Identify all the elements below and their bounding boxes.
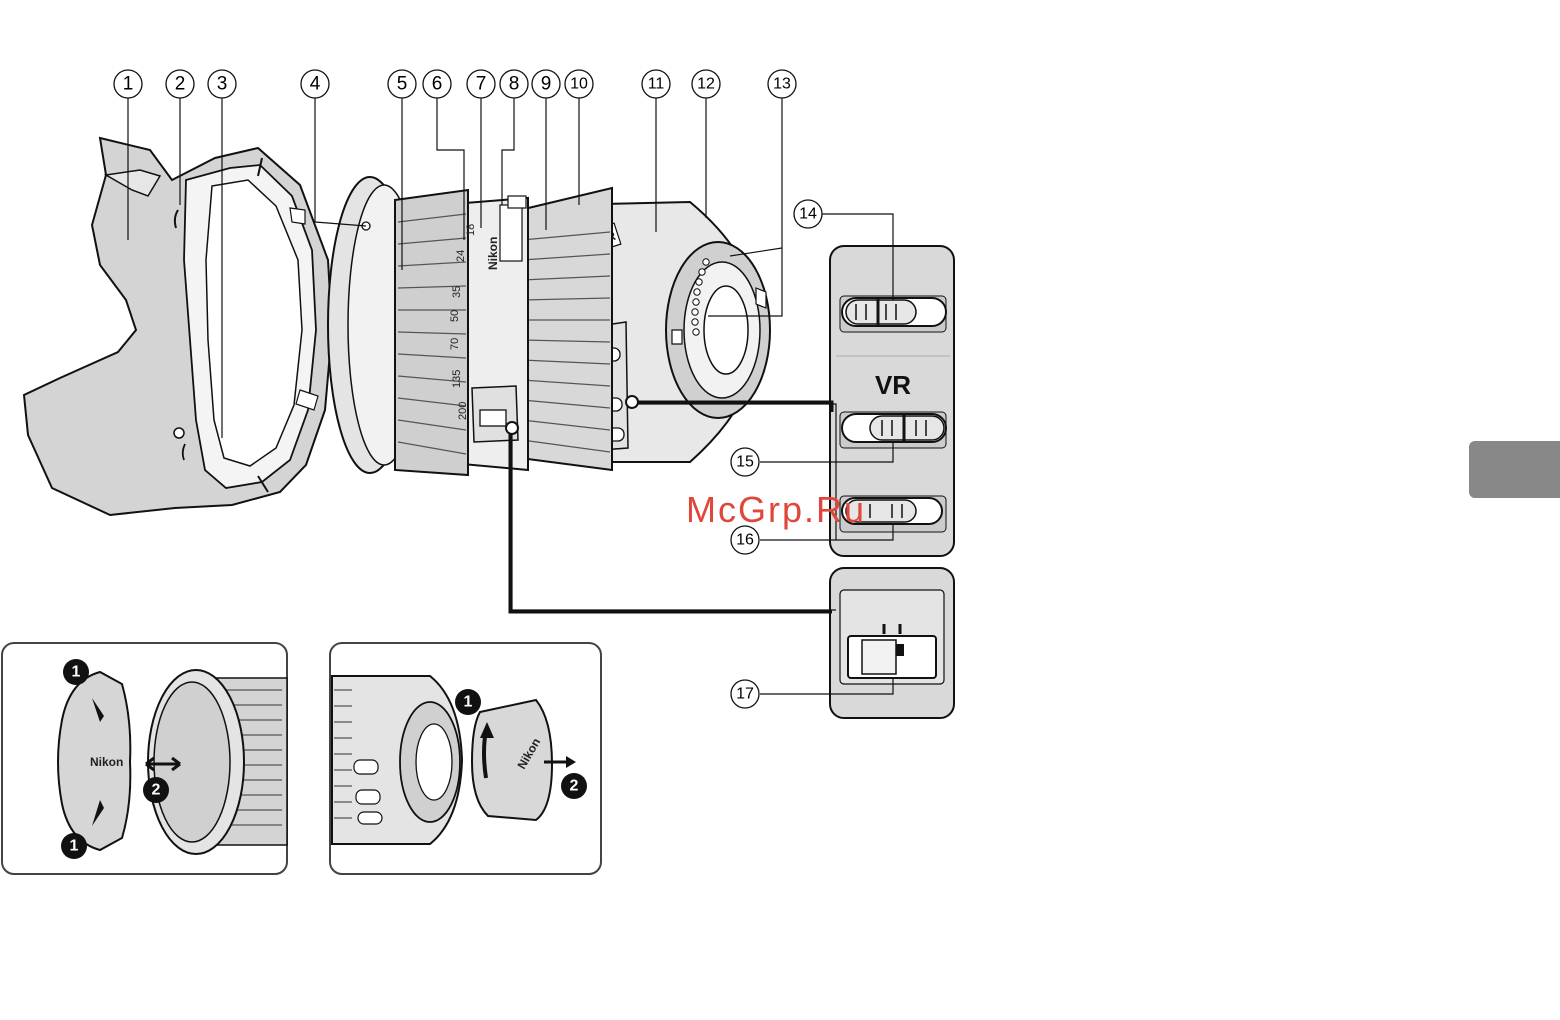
svg-text:2: 2: [175, 74, 186, 95]
callout-17: 17: [731, 680, 759, 708]
callout-2: 2: [166, 70, 194, 98]
callout-11: 11: [642, 70, 670, 98]
callout-7: 7: [467, 70, 495, 98]
svg-text:16: 16: [736, 532, 754, 549]
svg-text:70: 70: [449, 338, 461, 350]
callout-16: 16: [731, 526, 759, 554]
callout-13: 13: [768, 70, 796, 98]
lens-hood: [24, 138, 332, 515]
svg-text:2: 2: [152, 782, 161, 799]
callout-15: 15: [731, 448, 759, 476]
callout-8: 8: [500, 70, 528, 98]
brand-name: Nikon: [486, 237, 500, 270]
svg-text:3: 3: [217, 74, 228, 95]
svg-text:1: 1: [464, 694, 473, 711]
svg-text:5: 5: [397, 74, 408, 95]
svg-text:135: 135: [451, 370, 463, 388]
svg-text:6: 6: [432, 74, 443, 95]
chapter-tab: [1469, 441, 1560, 498]
lens-barrel: VR VR Nikon: [328, 177, 770, 475]
zoom-scale-window: [500, 196, 526, 261]
step-1-badge: 1: [63, 659, 89, 685]
svg-text:15: 15: [736, 454, 754, 471]
callout-9: 9: [532, 70, 560, 98]
callout-1: 1: [114, 70, 142, 98]
svg-text:12: 12: [697, 76, 715, 93]
rear-cap-illustration: Nikon 1 2: [330, 643, 601, 874]
svg-text:18: 18: [465, 224, 477, 236]
callout-14: 14: [794, 200, 822, 228]
svg-text:Nikon: Nikon: [90, 755, 123, 769]
watermark-text: McGrp.Ru: [686, 489, 866, 530]
svg-text:2: 2: [570, 778, 579, 795]
step-1-badge: 1: [61, 833, 87, 859]
callout-5: 5: [388, 70, 416, 98]
svg-text:8: 8: [509, 74, 520, 95]
svg-text:35: 35: [451, 286, 463, 298]
svg-text:24: 24: [455, 250, 467, 262]
svg-text:200: 200: [457, 402, 469, 420]
callout-10: 10: [565, 70, 593, 98]
svg-text:1: 1: [70, 838, 79, 855]
callout-6: 6: [423, 70, 451, 98]
step-2-badge: 2: [143, 777, 169, 803]
step-2-badge: 2: [561, 773, 587, 799]
svg-text:13: 13: [773, 76, 791, 93]
svg-text:10: 10: [570, 76, 588, 93]
zoom-lock-detail-panel: [830, 568, 954, 718]
svg-text:4: 4: [310, 74, 321, 95]
svg-text:50: 50: [449, 310, 461, 322]
front-cap-illustration: Nikon 1 1 2: [2, 643, 287, 874]
svg-text:17: 17: [736, 686, 754, 703]
svg-text:14: 14: [799, 206, 817, 223]
svg-text:9: 9: [541, 74, 552, 95]
vr-switch-label: VR: [875, 370, 911, 400]
callout-4: 4: [301, 70, 329, 98]
step-1-badge: 1: [455, 689, 481, 715]
callout-3: 3: [208, 70, 236, 98]
svg-text:11: 11: [648, 76, 665, 93]
callout-12: 12: [692, 70, 720, 98]
hood-mounting-index-dot: [174, 428, 184, 438]
svg-text:7: 7: [476, 74, 487, 95]
svg-text:1: 1: [72, 664, 81, 681]
svg-text:1: 1: [123, 74, 134, 95]
